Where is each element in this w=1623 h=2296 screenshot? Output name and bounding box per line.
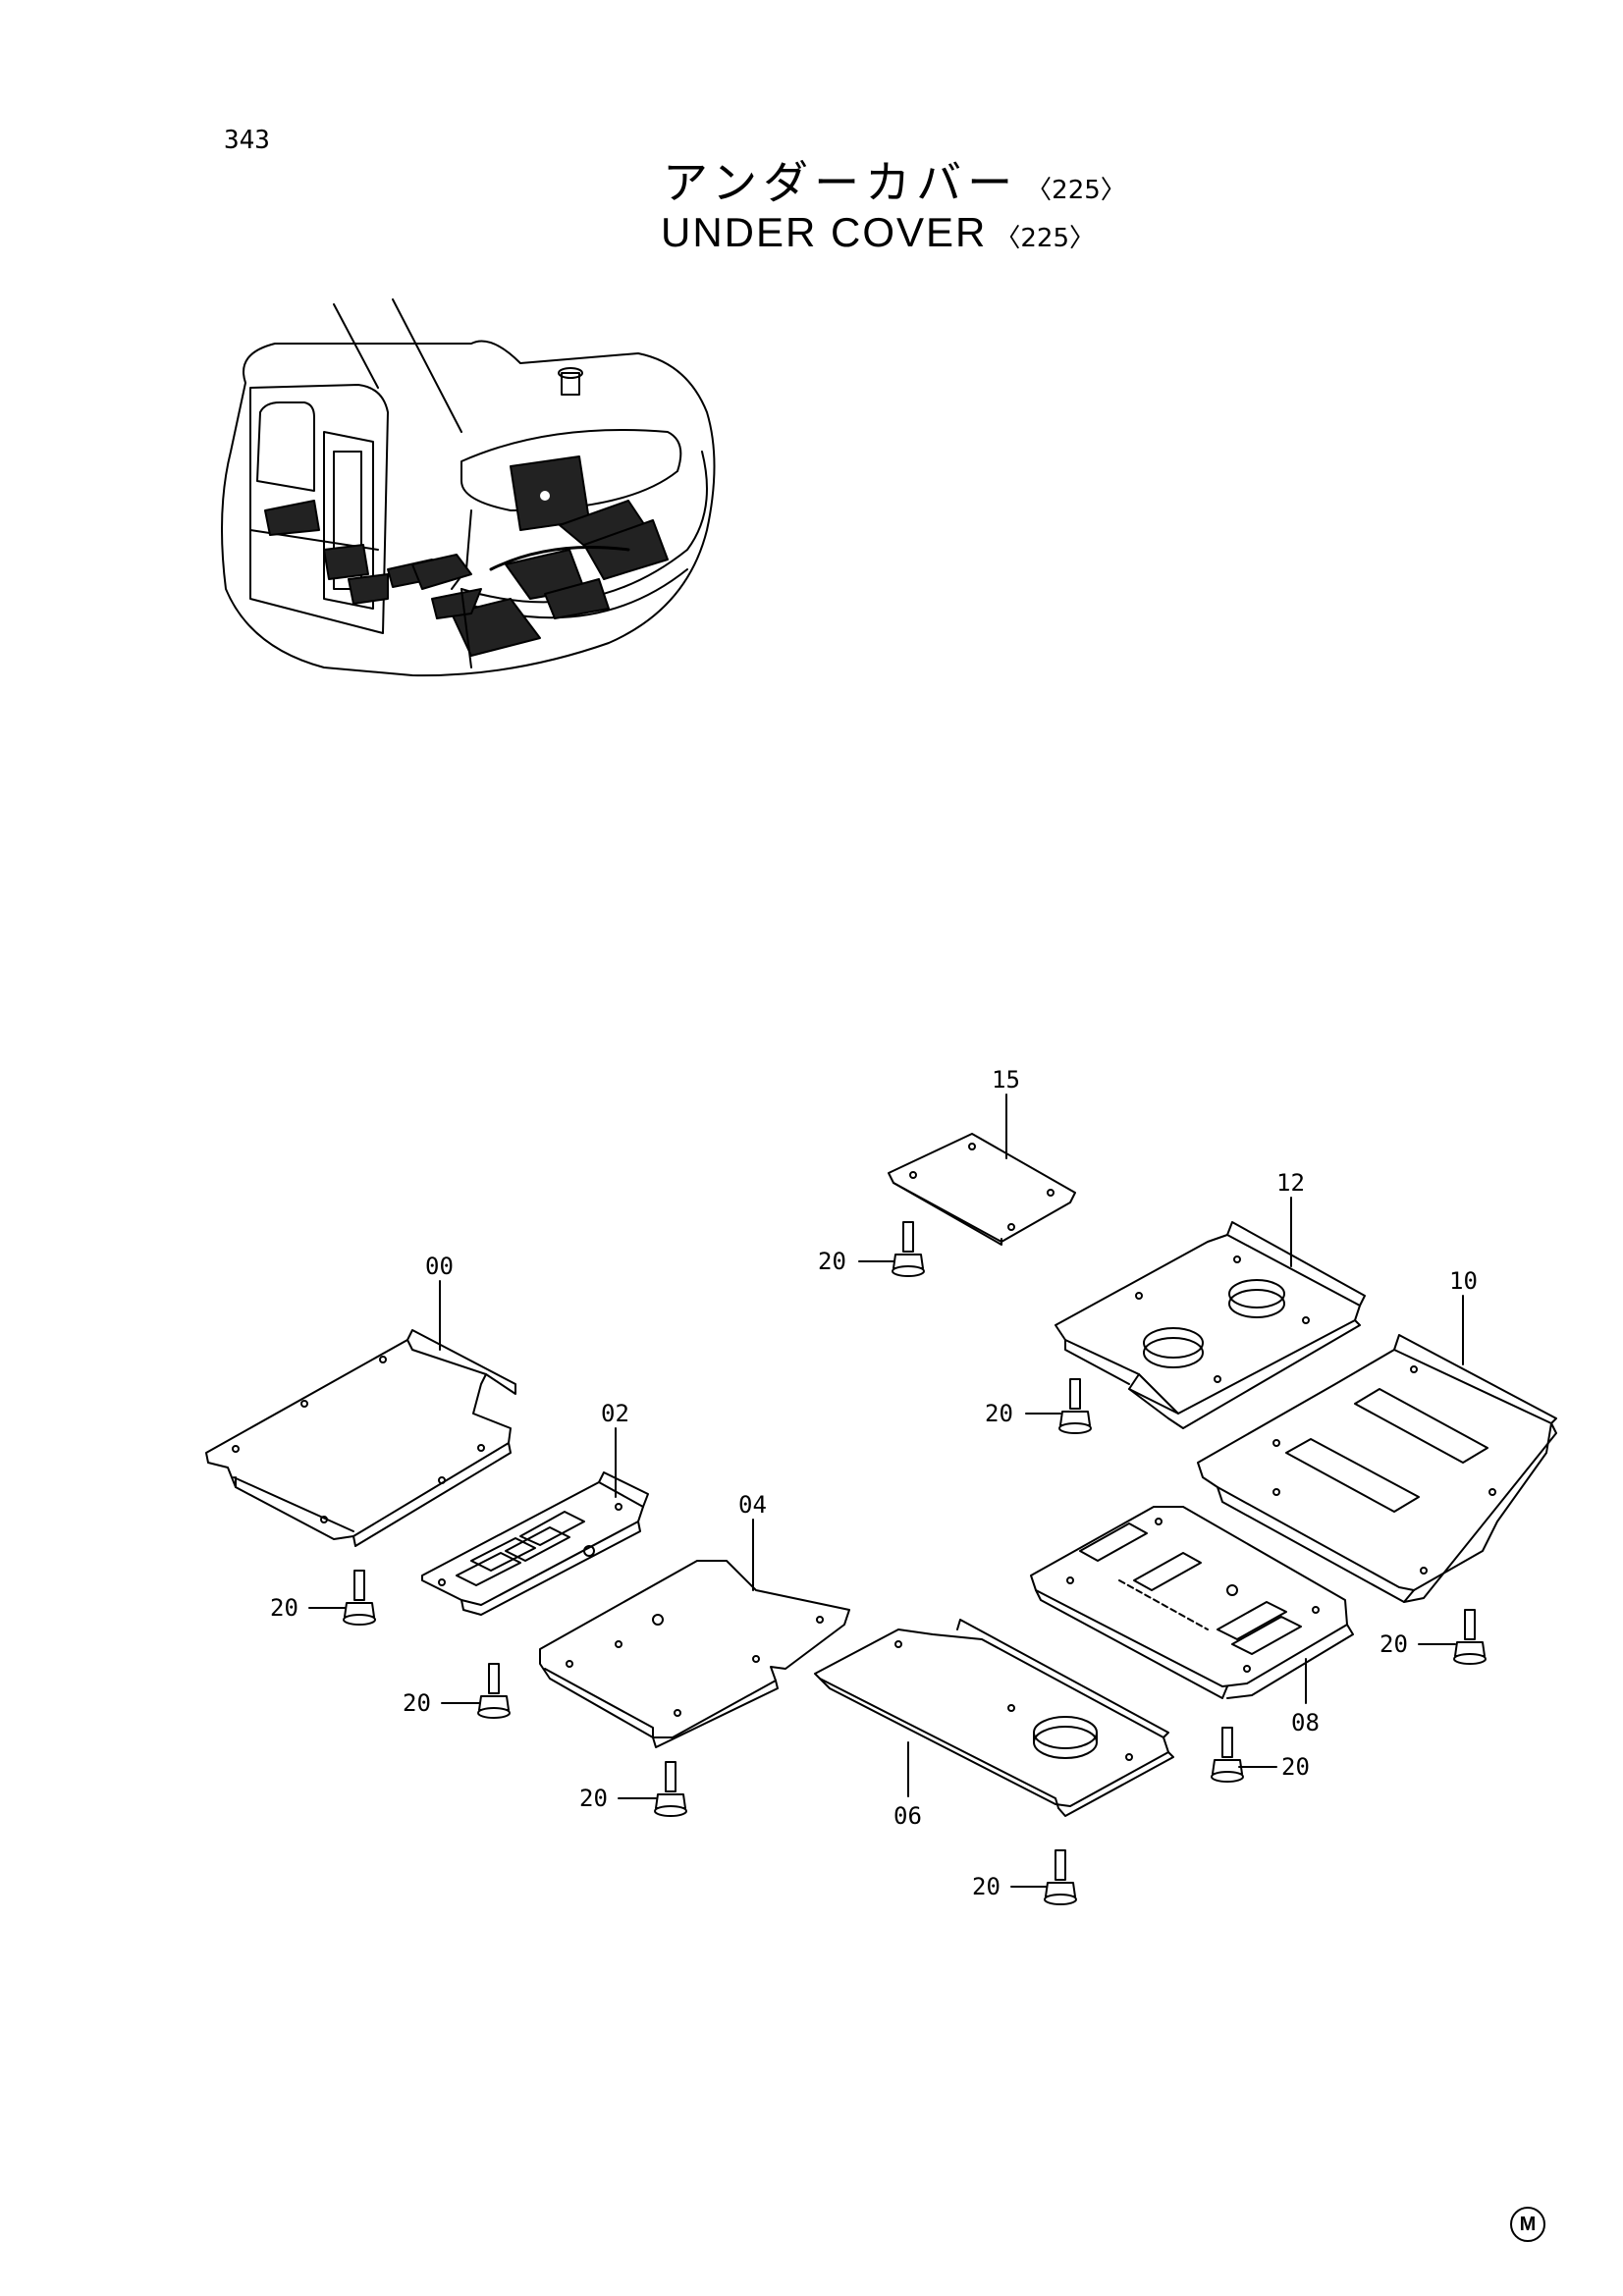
bolt-00 [343,1570,376,1626]
leader-lines [308,1094,1464,1888]
bolt-04 [654,1761,687,1817]
bolt-10 [1453,1609,1487,1665]
part-08-under-cover [1030,1506,1354,1699]
callout-20-bolt-00: 20 [270,1594,298,1622]
callout-08: 08 [1291,1709,1320,1736]
bolt-12 [1058,1378,1092,1434]
title-english: UNDER COVER〈225〉 [661,209,1095,256]
title-japanese: アンダーカバー〈225〉 [663,147,1126,212]
bolt-15 [892,1221,925,1277]
callout-04: 04 [738,1491,767,1519]
machine-overview-illustration [221,298,716,677]
callout-00: 00 [425,1253,454,1280]
part-06-under-cover [814,1619,1174,1817]
title-code-jp: 〈225〉 [1026,176,1126,205]
callout-20-bolt-02: 20 [403,1689,431,1717]
bolt-02 [477,1663,511,1719]
callout-20-bolt-08: 20 [1281,1753,1310,1781]
bolt-08 [1211,1727,1244,1783]
callout-20-bolt-06: 20 [972,1873,1001,1900]
callout-20-bolt-04: 20 [579,1785,608,1812]
part-10-under-cover [1197,1334,1557,1603]
bolts [343,1221,1487,1905]
callout-06: 06 [893,1802,922,1830]
callout-labels: 15 12 10 00 02 04 06 08 20 20 20 20 20 2… [270,1066,1478,1900]
m-logo-mark: M [1510,2207,1545,2242]
title-code-en: 〈225〉 [995,224,1096,253]
part-15-plate [888,1133,1076,1246]
bolt-06 [1044,1849,1077,1905]
callout-02: 02 [601,1400,629,1427]
callout-15: 15 [992,1066,1020,1094]
part-04-under-cover [539,1560,850,1748]
part-02-under-cover [421,1471,649,1616]
callout-12: 12 [1276,1169,1305,1197]
part-00-under-cover [205,1329,516,1547]
callout-20-bolt-10: 20 [1380,1630,1408,1658]
callout-20-bolt-12: 20 [985,1400,1013,1427]
part-12-under-cover [1055,1221,1366,1429]
page-number: 343 [224,126,270,155]
title-japanese-text: アンダーカバー [663,156,1019,209]
title-english-text: UNDER COVER [661,209,988,255]
callout-10: 10 [1449,1267,1478,1295]
callout-20-bolt-15: 20 [818,1248,846,1275]
